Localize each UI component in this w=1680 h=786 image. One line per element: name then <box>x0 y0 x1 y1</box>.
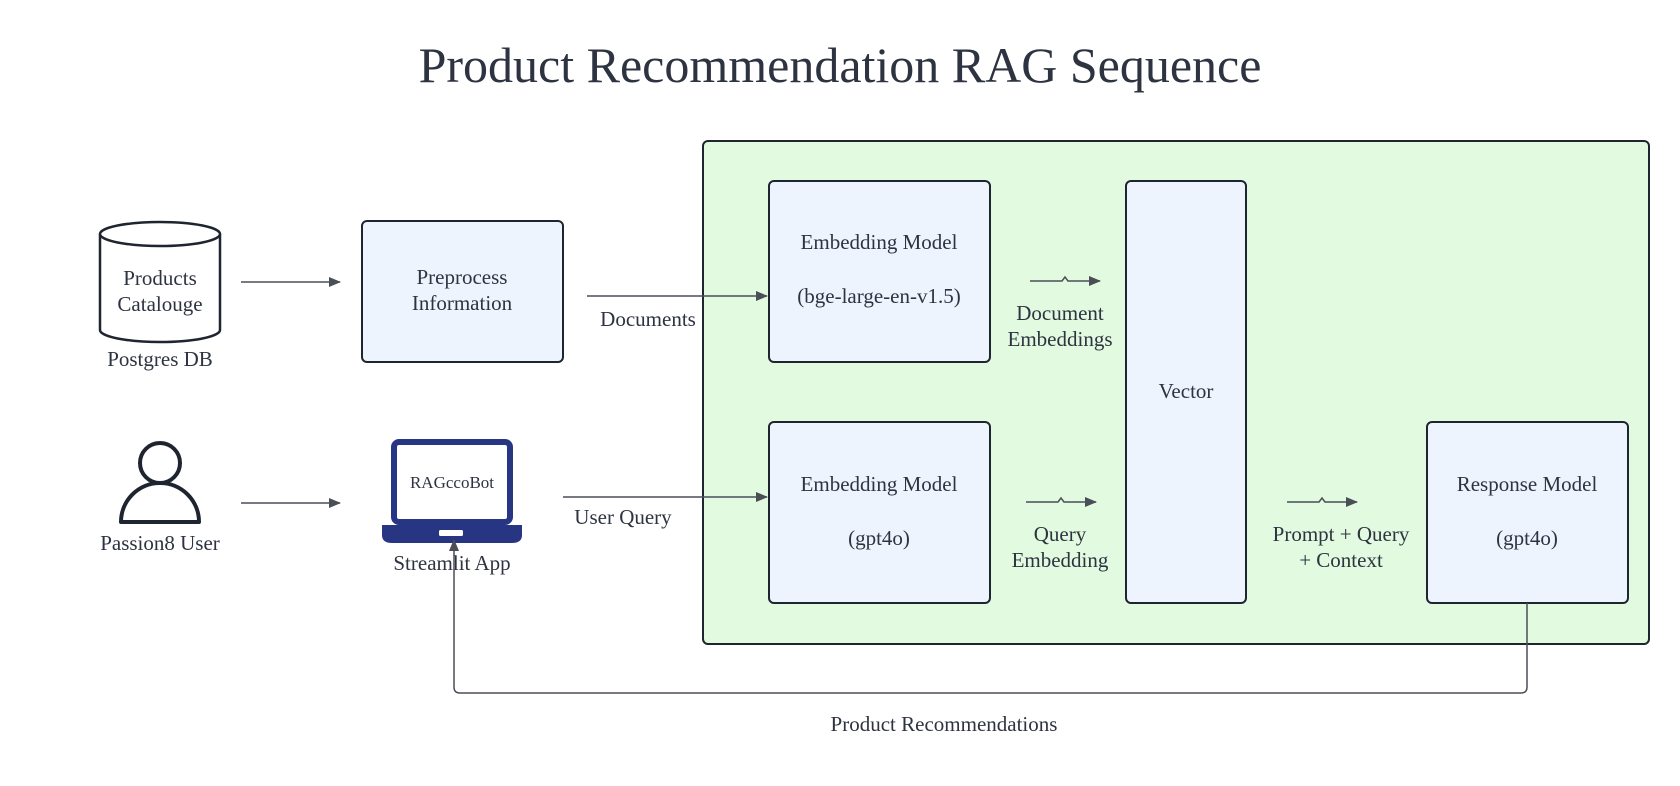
embed-query-title: Embedding Model <box>801 472 958 496</box>
query-embedding-label-2: Embedding <box>1012 548 1109 572</box>
user-person-icon <box>119 441 201 524</box>
postgres-db-caption: Postgres DB <box>107 347 213 371</box>
response-model-name: (gpt4o) <box>1496 526 1558 550</box>
products-db-label-line2: Catalouge <box>117 292 202 316</box>
embedding-model-query-box[interactable]: Embedding Model (gpt4o) <box>768 421 991 604</box>
embed-query-model: (gpt4o) <box>848 526 910 550</box>
streamlit-app-caption: Streamlit App <box>393 551 510 575</box>
streamlit-app[interactable]: RAGccoBot <box>382 439 522 543</box>
arrow-query-embedding <box>1026 496 1097 507</box>
response-model-box[interactable]: Response Model (gpt4o) <box>1426 421 1629 604</box>
embed-docs-model: (bge-large-en-v1.5) <box>797 284 960 308</box>
preprocess-information-box[interactable]: Preprocess Information <box>361 220 564 363</box>
arrow-product-recommendations <box>449 539 1528 694</box>
products-db-label-line1: Products <box>123 266 197 290</box>
database-cylinder-icon <box>98 220 222 344</box>
response-model-title: Response Model <box>1457 472 1598 496</box>
diagram-title: Product Recommendation RAG Sequence <box>419 37 1262 93</box>
embed-docs-title: Embedding Model <box>801 230 958 254</box>
laptop-screen-text: RAGccoBot <box>410 473 494 492</box>
passion8-user[interactable] <box>119 441 201 524</box>
doc-embeddings-label-2: Embeddings <box>1008 327 1113 351</box>
vector-store-box[interactable]: Vector <box>1125 180 1247 604</box>
products-catalogue-db[interactable]: Products Catalouge <box>98 220 222 344</box>
vector-label: Vector <box>1159 379 1214 403</box>
passion8-user-caption: Passion8 User <box>100 531 220 555</box>
embedding-model-docs-box[interactable]: Embedding Model (bge-large-en-v1.5) <box>768 180 991 363</box>
query-embedding-label-1: Query <box>1034 522 1087 546</box>
laptop-icon <box>382 439 522 543</box>
prompt-label-2: + Context <box>1299 548 1383 572</box>
prompt-label-1: Prompt + Query <box>1273 522 1410 546</box>
documents-label: Documents <box>600 307 696 331</box>
arrow-document-embeddings <box>1030 275 1101 286</box>
preprocess-label-line1: Preprocess <box>417 265 508 289</box>
product-recommendations-label: Product Recommendations <box>831 712 1058 736</box>
doc-embeddings-label-1: Document <box>1016 301 1104 325</box>
arrow-prompt-context <box>1287 496 1358 507</box>
user-query-label: User Query <box>574 505 672 529</box>
preprocess-label-line2: Information <box>412 291 513 315</box>
